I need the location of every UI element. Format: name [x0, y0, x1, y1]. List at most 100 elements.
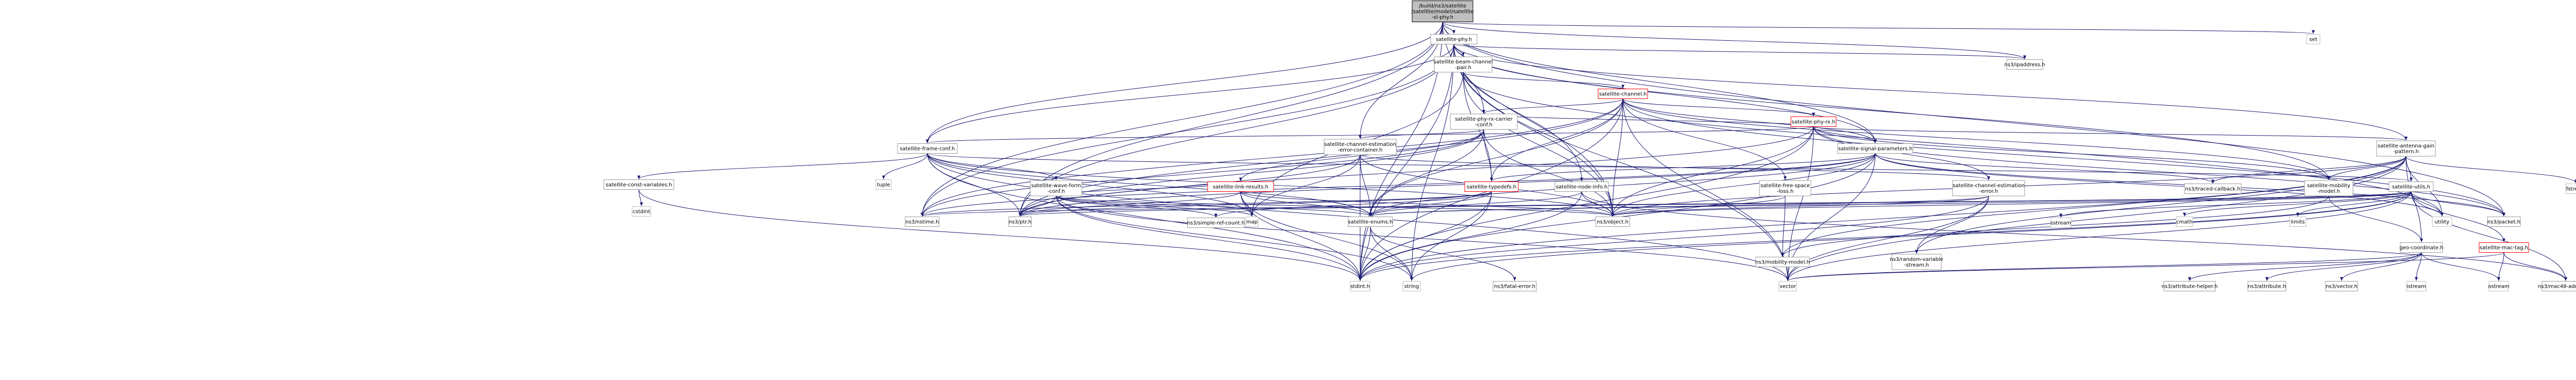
node-freespace[interactable]: satellite-free-space-loss.h: [1759, 180, 1811, 196]
node-tuple[interactable]: tuple: [875, 179, 892, 190]
edge-channel-to-rxcarrier: [1482, 98, 1623, 114]
node-box: [1790, 117, 1837, 127]
node-constvars[interactable]: satellite-const-variables.h: [603, 179, 674, 190]
node-box: [1030, 180, 1082, 196]
node-cmath[interactable]: cmath: [2176, 217, 2193, 227]
node-rxcarrier[interactable]: satellite-phy-rx-carrier-conf.h: [1450, 113, 1518, 130]
node-vectorh[interactable]: ns3/vector.h: [2325, 281, 2358, 291]
node-vector[interactable]: vector: [1778, 281, 1797, 291]
node-utility[interactable]: utility: [2432, 217, 2452, 227]
node-box: [1430, 34, 1478, 44]
node-label: ns3/ptr.h: [1009, 220, 1031, 225]
node-label: string: [1404, 284, 1419, 290]
node-label: ns3/ipaddress.h: [2004, 62, 2045, 68]
edge-waveform-to-map: [1056, 195, 1253, 217]
node-geocoord[interactable]: geo-coordinate.h: [2399, 242, 2444, 253]
node-limits[interactable]: limits: [2289, 217, 2307, 227]
node-antenna[interactable]: satellite-antenna-gain-pattern.h: [2376, 140, 2436, 157]
node-enums[interactable]: satellite-enums.h: [1348, 217, 1393, 227]
edge-utils-to-string: [1410, 191, 2412, 281]
node-root[interactable]: /build/ns3/satellite/satellite/model/sat…: [1412, 1, 1474, 22]
node-attribute[interactable]: ns3/attribute.h: [2247, 281, 2286, 291]
edge-typedefs-to-ptr: [1019, 191, 1492, 217]
node-beam[interactable]: satellite-beam-channel-pair.h: [1434, 56, 1493, 73]
edge-frameconf-to-enums: [927, 153, 1372, 217]
node-sigparams[interactable]: satellite-signal-parameters.h: [1837, 143, 1913, 154]
edge-geocoord-to-ostream: [2421, 252, 2500, 281]
edge-typedefs-to-stdint: [1359, 191, 1492, 281]
node-linkresults[interactable]: satellite-link-results.h: [1207, 181, 1274, 192]
node-ptr[interactable]: ns3/ptr.h: [1008, 217, 1032, 227]
edge-rxcarrier-to-linkresults: [1239, 129, 1484, 181]
node-istream[interactable]: istream: [2406, 281, 2427, 291]
node-phy[interactable]: satellite-phy.h: [1430, 34, 1478, 44]
node-typedefs[interactable]: satellite-typedefs.h: [1464, 181, 1519, 192]
edge-typedefs-to-simpleref: [1214, 191, 1492, 218]
node-label: -model.h: [2317, 189, 2340, 194]
node-label: satellite-phy.h: [1436, 37, 1472, 43]
node-object[interactable]: ns3/object.h: [1595, 217, 1630, 227]
node-label: sstream: [2050, 221, 2071, 226]
edge-utils-to-mactag: [2411, 191, 2505, 242]
node-string[interactable]: string: [1402, 281, 1421, 291]
node-label: /build/ns3/satellite: [1419, 4, 1466, 9]
edge-root-to-set: [1442, 22, 2314, 34]
edge-channel-to-object: [1611, 98, 1623, 217]
node-attrhelper[interactable]: ns3/attribute-helper.h: [2162, 281, 2218, 291]
edge-enums-to-fatalerror: [1370, 226, 1516, 281]
edge-root-to-ipv4addr: [1442, 22, 2026, 59]
edge-constvars-to-cstdint: [638, 189, 643, 206]
node-nsnstime[interactable]: ns3/nstime.h: [905, 217, 940, 227]
node-ceerror[interactable]: satellite-channel-estimation-error.h: [1952, 180, 2025, 196]
node-channel[interactable]: satellite-channel.h: [1598, 89, 1648, 99]
node-box: [2432, 217, 2452, 227]
node-map[interactable]: map: [1245, 217, 1259, 227]
node-stdint[interactable]: stdint.h: [1350, 281, 1370, 291]
edge-rxcarrier-to-object: [1483, 129, 1614, 217]
edge-mactag-to-mac48: [2503, 252, 2567, 281]
node-waveform[interactable]: satellite-wave-form-conf.h: [1030, 180, 1082, 196]
node-ostream[interactable]: ostream: [2488, 281, 2510, 291]
node-mobility[interactable]: satellite-mobility-model.h: [2304, 180, 2353, 196]
node-box: [2247, 281, 2286, 291]
node-packet[interactable]: ns3/packet.h: [2487, 217, 2521, 227]
node-simpleref[interactable]: ns3/simple-ref-count.h: [1187, 218, 1245, 228]
edge-root-to-nsnstime: [921, 22, 1443, 217]
node-cecontainer[interactable]: satellite-channel-estimation-error-conta…: [1324, 139, 1397, 155]
node-fstream[interactable]: fstream: [2565, 184, 2576, 194]
edge-sigparams-to-typedefs: [1490, 153, 1876, 181]
node-cstdint[interactable]: cstdint: [632, 206, 651, 217]
node-set[interactable]: set: [2306, 34, 2320, 44]
node-nodeinfo[interactable]: satellite-node-info.h: [1554, 181, 1609, 192]
node-label: -stream.h: [1904, 262, 1929, 268]
node-utils[interactable]: satellite-utils.h: [2388, 181, 2434, 192]
edge-geocoord-to-istream: [2415, 252, 2422, 281]
node-label: -pair.h: [1455, 65, 1471, 71]
node-label: utility: [2435, 220, 2450, 225]
edge-utils-to-utility: [2411, 191, 2444, 217]
node-box: [1778, 281, 1797, 291]
node-mobmodel[interactable]: ns3/mobility-model.h: [1755, 257, 1810, 267]
edge-antenna-to-fstream: [2405, 156, 2576, 184]
edge-utils-to-vector: [1786, 191, 2412, 281]
edge-phy-to-beam: [1453, 44, 1465, 57]
node-frameconf[interactable]: satellite-frame-conf.h: [897, 143, 958, 154]
node-randvar[interactable]: ns3/random-variable-stream.h: [1890, 254, 1943, 270]
node-label: ostream: [2488, 284, 2509, 290]
node-ipv4addr[interactable]: ns3/ipaddress.h: [2004, 59, 2045, 70]
node-label: satellite-free-space: [1760, 183, 1810, 189]
edge-typedefs-to-string: [1410, 191, 1492, 281]
node-sstream[interactable]: sstream: [2050, 218, 2072, 228]
node-phyrx[interactable]: satellite-phy-rx.h: [1790, 117, 1837, 127]
node-fatalerror[interactable]: ns3/fatal-error.h: [1493, 281, 1537, 291]
edge-cecontainer-to-map: [1250, 154, 1361, 217]
node-mac48[interactable]: ns3/mac48-address.h: [2538, 281, 2576, 291]
node-box: [1245, 217, 1259, 227]
edge-phy-to-antenna: [1453, 44, 2408, 141]
node-tracedcb[interactable]: ns3/traced-callback.h: [2184, 184, 2242, 194]
edge-frameconf-to-utils: [927, 153, 2413, 181]
edge-frameconf-to-tuple: [882, 153, 928, 179]
node-label: satellite-beam-channel: [1434, 59, 1493, 65]
node-label: -loss.h: [1777, 189, 1793, 194]
node-mactag[interactable]: satellite-mac-tag.h: [2479, 242, 2529, 253]
